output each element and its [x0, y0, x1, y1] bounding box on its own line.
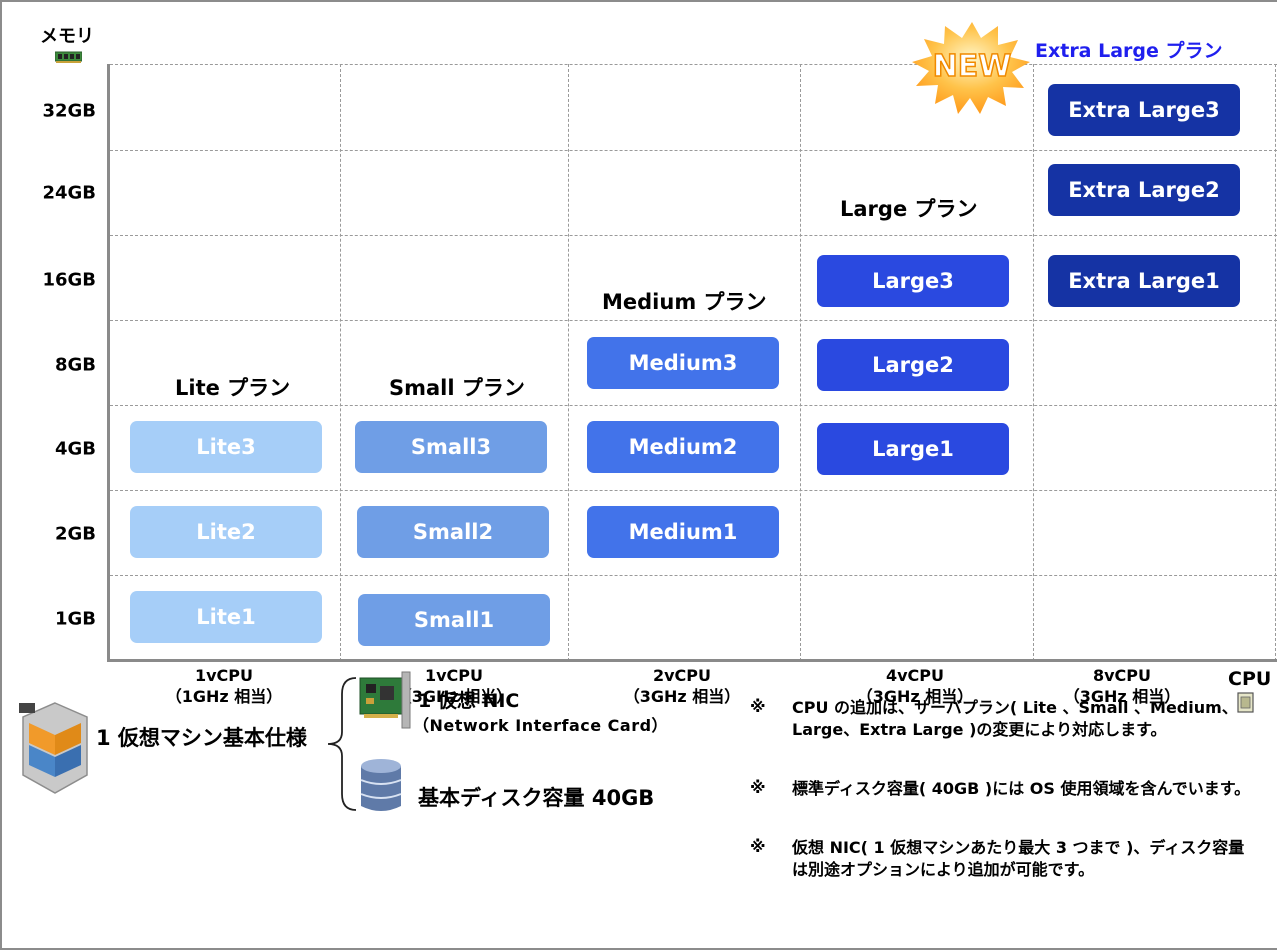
- plan-title-large: Large プラン: [840, 197, 978, 221]
- new-badge-text: NEW: [933, 49, 1012, 84]
- y-axis-line: [107, 64, 110, 662]
- plan-button-lite3[interactable]: Lite3: [130, 421, 322, 473]
- plan-title-medium: Medium プラン: [602, 290, 767, 314]
- plan-button-large2[interactable]: Large2: [817, 339, 1009, 391]
- cpu-column-label: 8vCPU（3GHz 相当）: [1063, 666, 1181, 706]
- note-mark: ※: [750, 837, 766, 856]
- memory-label: 2GB: [54, 523, 96, 545]
- plan-button-large1[interactable]: Large1: [817, 423, 1009, 475]
- plan-button-medium3[interactable]: Medium3: [587, 337, 779, 389]
- memory-label: 16GB: [42, 269, 96, 291]
- plan-title-lite: Lite プラン: [175, 376, 291, 400]
- plan-button-lite2[interactable]: Lite2: [130, 506, 322, 558]
- virtual-machine-icon: [19, 702, 88, 794]
- x-axis-line: [107, 659, 1277, 662]
- nic-title: 1 仮想 NIC: [418, 690, 520, 712]
- note-item: 仮想 NIC( 1 仮想マシンあたり最大 3 つまで )、ディスク容量は別途オプ…: [792, 838, 1245, 879]
- cpu-column-label: 1vCPU（1GHz 相当）: [165, 666, 283, 706]
- memory-label: 32GB: [42, 100, 96, 122]
- cpu-axis-title: CPU: [1228, 668, 1272, 690]
- plan-button-small3[interactable]: Small3: [355, 421, 547, 473]
- cpu-column-label: 1vCPU（3GHz 相当）: [395, 666, 513, 706]
- plan-title-xl: Extra Large プラン: [1035, 40, 1223, 62]
- memory-axis-title: メモリ: [40, 26, 94, 47]
- memory-label: 1GB: [54, 608, 96, 630]
- memory-label: 4GB: [54, 438, 96, 460]
- plan-button-xl1[interactable]: Extra Large1: [1048, 255, 1240, 307]
- plan-title-small: Small プラン: [389, 376, 525, 400]
- plan-button-small1[interactable]: Small1: [358, 594, 550, 646]
- brace-connector: [327, 677, 357, 811]
- note-mark: ※: [750, 697, 766, 716]
- new-badge: NEW: [912, 22, 1030, 114]
- plan-button-large3[interactable]: Large3: [817, 255, 1009, 307]
- disk-label: 基本ディスク容量 40GB: [418, 786, 655, 810]
- note-mark: ※: [750, 778, 766, 797]
- plan-button-medium1[interactable]: Medium1: [587, 506, 779, 558]
- plan-button-medium2[interactable]: Medium2: [587, 421, 779, 473]
- cpu-column-label: 2vCPU（3GHz 相当）: [623, 666, 741, 706]
- cpu-chip-icon: [1237, 692, 1254, 713]
- memory-label: 24GB: [42, 182, 96, 204]
- plan-button-lite1[interactable]: Lite1: [130, 591, 322, 643]
- memory-label: 8GB: [54, 354, 96, 376]
- plan-button-small2[interactable]: Small2: [357, 506, 549, 558]
- network-card-icon: [359, 671, 411, 729]
- note-item: 標準ディスク容量( 40GB )には OS 使用領域を含んでいます。: [792, 779, 1251, 798]
- vm-spec-label: 1 仮想マシン基本仕様: [96, 726, 307, 750]
- cpu-column-label: 4vCPU（3GHz 相当）: [856, 666, 974, 706]
- nic-subtitle: （Network Interface Card）: [413, 716, 669, 735]
- plan-button-xl3[interactable]: Extra Large3: [1048, 84, 1240, 136]
- disk-storage-icon: [360, 759, 402, 811]
- note-item: CPU の追加は、サーバプラン( Lite 、Small 、Medium、Lar…: [792, 698, 1238, 739]
- memory-module-icon: [55, 51, 82, 63]
- plan-button-xl2[interactable]: Extra Large2: [1048, 164, 1240, 216]
